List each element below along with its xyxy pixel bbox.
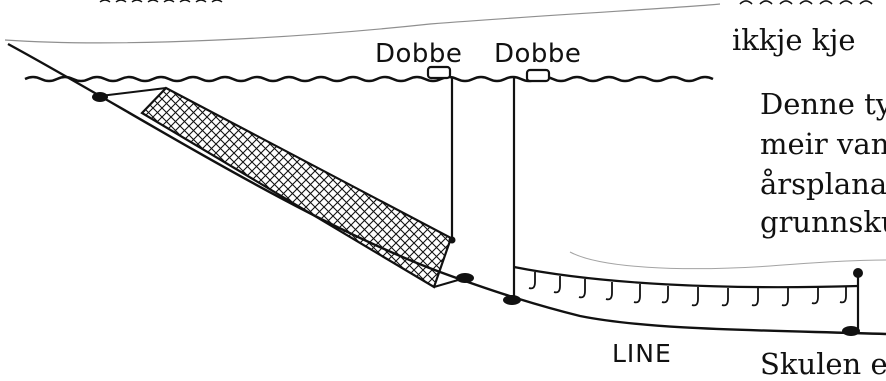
clipped-text-top bbox=[739, 0, 873, 5]
net-anchor-left bbox=[92, 92, 108, 102]
hook bbox=[781, 287, 789, 307]
longline-hooks bbox=[528, 272, 847, 307]
buoy-right-icon bbox=[525, 68, 551, 83]
hook bbox=[811, 287, 819, 305]
lower-faint-curve bbox=[569, 251, 886, 270]
text-para-line-5: Skulen e bbox=[760, 347, 886, 381]
hook bbox=[751, 288, 759, 307]
clipped-text-top-left bbox=[99, 0, 223, 3]
line-label: LINE bbox=[612, 339, 672, 368]
hook bbox=[578, 279, 586, 299]
text-line-ikkje: ikkje kje bbox=[732, 23, 856, 57]
upper-faint-curve bbox=[4, 3, 721, 44]
line-anchor-right bbox=[842, 326, 860, 336]
text-para-line-2: meir van bbox=[760, 127, 886, 161]
net-bottom-link bbox=[433, 277, 466, 288]
hook bbox=[839, 286, 847, 304]
hook bbox=[721, 288, 729, 307]
longline-mainline bbox=[513, 265, 859, 289]
buoy-left-rope-knot bbox=[448, 236, 456, 244]
gill-net-top-rope bbox=[99, 87, 167, 97]
buoy-left-icon bbox=[426, 65, 452, 80]
hook bbox=[605, 282, 613, 301]
gill-net-mesh bbox=[140, 86, 453, 289]
text-para-line-3: årsplanar bbox=[760, 167, 886, 201]
seabed-line bbox=[7, 42, 886, 336]
hook bbox=[633, 284, 641, 304]
line-anchor-left bbox=[503, 295, 521, 305]
buoy-right-label: Dobbe bbox=[494, 39, 581, 69]
longline-right-float bbox=[853, 268, 863, 278]
buoy-left-label: Dobbe bbox=[375, 39, 462, 69]
text-para-line-1: Denne ty bbox=[760, 87, 886, 121]
hook bbox=[528, 272, 536, 290]
hook bbox=[661, 286, 669, 304]
text-para-line-4: grunnsku bbox=[760, 205, 886, 239]
hook bbox=[553, 276, 561, 294]
sea-surface-line bbox=[24, 75, 714, 83]
hook bbox=[691, 287, 699, 307]
